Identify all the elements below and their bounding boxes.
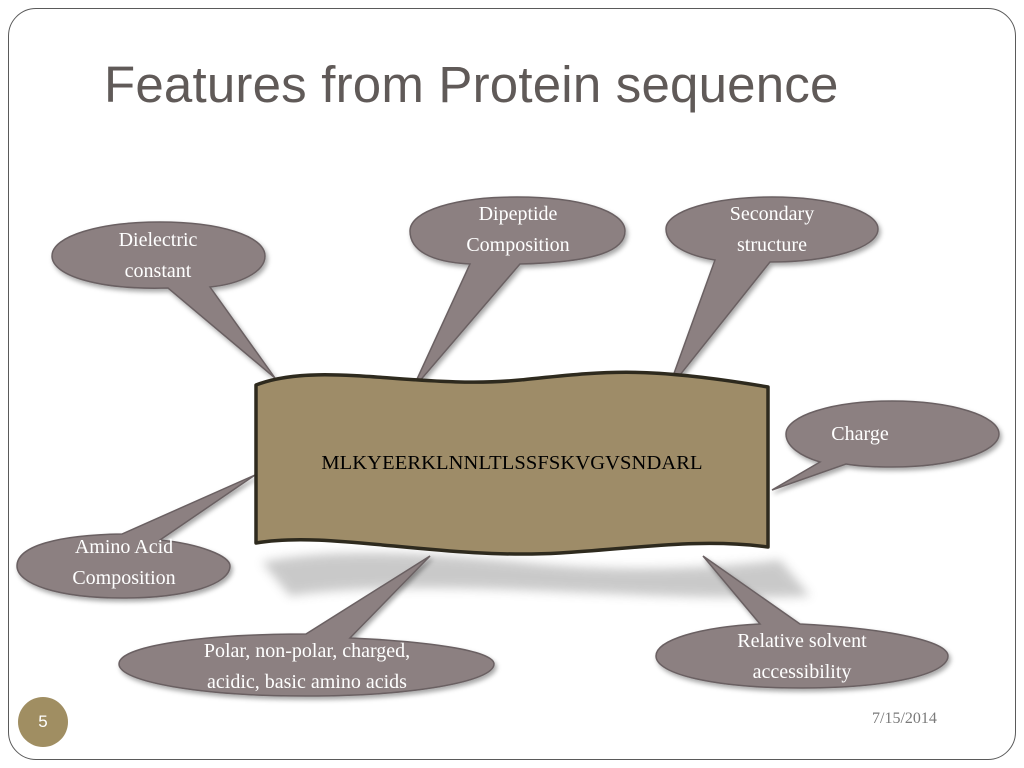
slide-date: 7/15/2014: [872, 710, 937, 727]
callout-polar-line1: Polar, non-polar, charged,: [203, 640, 411, 662]
protein-sequence: MLKYEERKLNNLTLSSFSKVGVSNDARL: [321, 452, 703, 474]
callout-charge: [771, 400, 1000, 491]
callout-secondary-line2: structure: [737, 234, 807, 256]
callout-secondary-line1: Secondary: [729, 203, 815, 225]
slide-title: Features from Protein sequence: [104, 56, 839, 113]
callout-polar: [118, 555, 495, 697]
callout-secondary-label: Secondary structure: [672, 199, 872, 261]
callout-dipeptide-line2: Composition: [466, 234, 570, 256]
callout-polar-line2: acidic, basic amino acids: [207, 671, 407, 693]
callout-solvent-line1: Relative solvent: [737, 630, 867, 652]
callout-dipeptide-label: Dipeptide Composition: [418, 199, 618, 261]
callout-dipeptide: [409, 196, 626, 391]
callout-secondary: [665, 196, 879, 391]
page-number-badge: 5: [18, 697, 68, 747]
callout-dielectric-label: Dielectric constant: [62, 225, 254, 287]
callout-amino-acid-line1: Amino Acid: [74, 536, 174, 558]
callout-dielectric-line1: Dielectric: [118, 229, 198, 251]
callout-amino-acid-label: Amino Acid Composition: [24, 532, 224, 594]
callout-dielectric-line2: constant: [124, 260, 192, 282]
callout-charge-line1: Charge: [831, 423, 889, 445]
callout-dipeptide-line1: Dipeptide: [478, 203, 558, 225]
callout-amino-acid: [16, 474, 256, 599]
callout-charge-label: Charge: [790, 419, 930, 450]
callout-polar-label: Polar, non-polar, charged, acidic, basic…: [132, 636, 482, 698]
callout-solvent-line2: accessibility: [752, 661, 852, 683]
callout-solvent-label: Relative solvent accessibility: [668, 626, 936, 688]
callout-amino-acid-line2: Composition: [72, 567, 176, 589]
callout-solvent: [655, 555, 949, 689]
callout-dielectric: [51, 221, 276, 379]
sequence-banner: [254, 370, 770, 556]
